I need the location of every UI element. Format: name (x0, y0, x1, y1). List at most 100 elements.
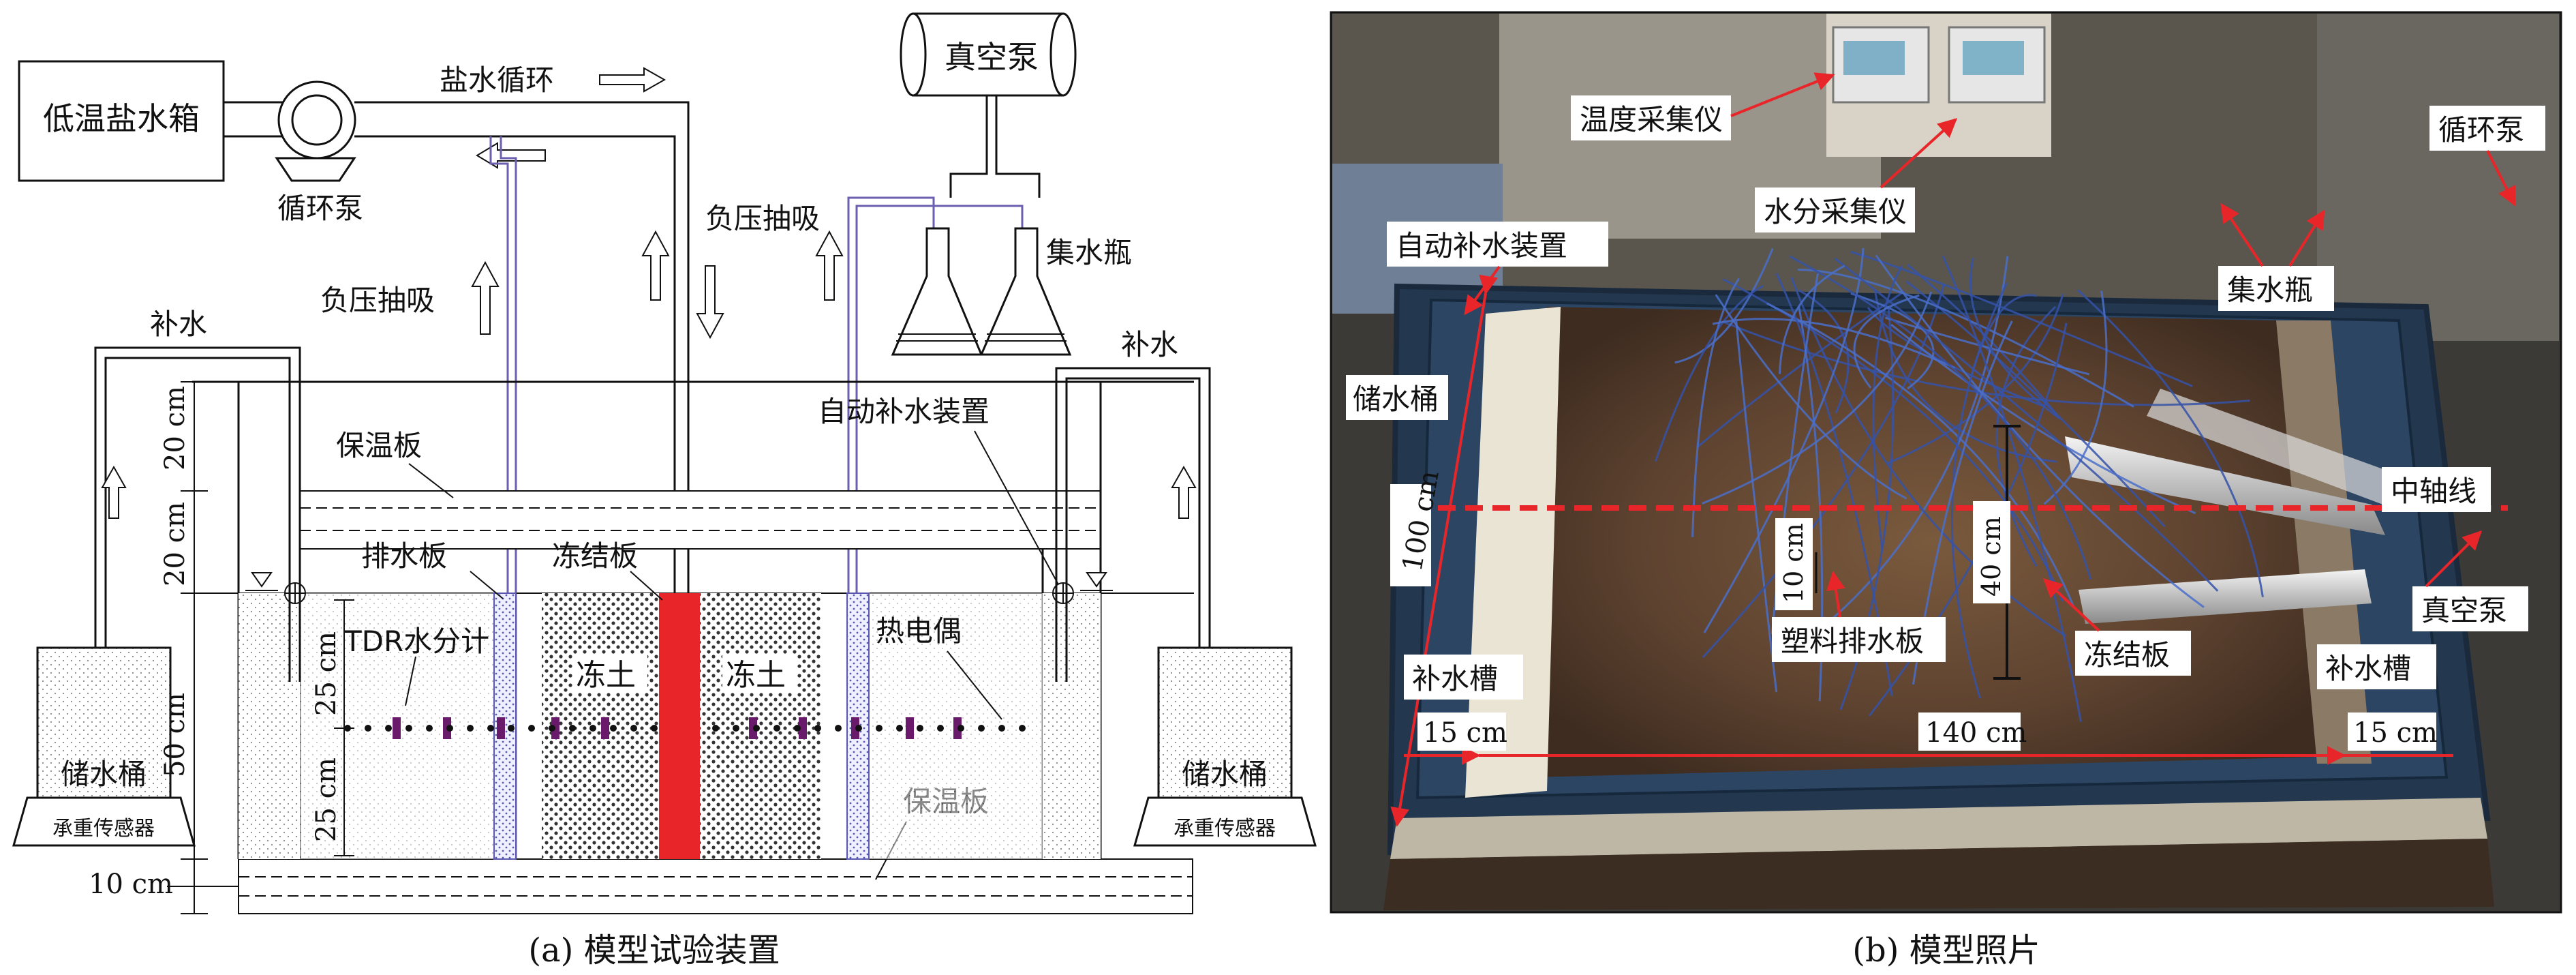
photo-dim-40: 40 cm (1976, 516, 2006, 597)
sensor-wire (1969, 258, 2061, 420)
sensor-row (344, 717, 1026, 739)
vacuum-pump-icon (900, 12, 1077, 97)
sensor-wire (1798, 269, 2134, 408)
thermocouple-point (814, 725, 821, 732)
sensor-wire (1703, 247, 1865, 633)
water-trough-right-label: 补水槽 (2325, 652, 2411, 685)
sensor-wire (1890, 323, 2196, 515)
sensor-wire (2043, 290, 2108, 505)
sensor-wire (1853, 294, 1920, 389)
circulation-pump-icon (275, 80, 356, 182)
water-level-icon (245, 572, 1113, 591)
sensor-wire (1655, 284, 1764, 462)
thermocouple-point (773, 725, 780, 732)
thermocouple-point (855, 725, 862, 732)
water-bucket-photo-label: 储水桶 (1353, 382, 1439, 416)
water-bucket-right (1157, 646, 1293, 799)
sensor-wire (1722, 278, 2064, 602)
negative-pressure-right-label: 负压抽吸 (705, 202, 820, 235)
freezing-board-photo-label: 冻结板 (2084, 638, 2170, 672)
thermocouple-point (467, 725, 474, 732)
central-axis-label: 中轴线 (2391, 475, 2477, 508)
insulation-board-top-label: 保温板 (336, 429, 422, 462)
thermocouple-point (896, 725, 903, 732)
thermocouple-point (998, 725, 1005, 732)
dim-20-top: 20 cm (159, 386, 191, 470)
brine-tank-label: 低温盐水箱 (43, 100, 200, 137)
auto-water-supply-photo-label: 自动补水装置 (1396, 229, 1567, 262)
vacuum-pump-photo-label: 真空泵 (2421, 594, 2507, 627)
water-bucket-left (36, 646, 172, 799)
sensor-wire (1907, 264, 2058, 416)
thermocouple-point (651, 725, 658, 732)
collection-bottle-label: 集水瓶 (1046, 236, 1132, 269)
sensor-wire (1789, 255, 2092, 580)
photo-labels: 温度采集仪 水分采集仪 自动补水装置 循环泵 集水瓶 储水桶 中轴线 真空泵 (1346, 72, 2545, 751)
up-arrow-icon (815, 230, 844, 301)
thermocouple-point (508, 725, 515, 732)
load-sensor-right (1133, 796, 1317, 847)
photo-dim-140: 140 cm (1925, 717, 2027, 749)
sensor-wire (1674, 247, 1774, 364)
thermocouple-point (712, 725, 719, 732)
sensor-wire (1942, 256, 2082, 722)
freezing-board-label: 冻结板 (552, 539, 638, 573)
sensor-wire (1696, 290, 1905, 449)
thermocouple-point (957, 725, 964, 732)
thermocouple-point (528, 725, 535, 732)
drainage-board-label: 排水板 (361, 539, 447, 573)
thermocouple-point (426, 725, 433, 732)
water-bucket-right-label: 储水桶 (1182, 758, 1268, 791)
up-arrow-icon (101, 465, 1197, 519)
sensor-wire (1779, 265, 1845, 374)
sensor-wire (1872, 265, 1903, 550)
sensor-wire (1702, 291, 1933, 505)
arrow-right-icon (599, 67, 666, 93)
thermocouple-point (610, 725, 617, 732)
sensor-wire (1691, 278, 1741, 537)
sensor-wire (2076, 289, 2264, 597)
insulation-board-top (299, 490, 1101, 550)
sensor-wire (1796, 256, 2009, 648)
water-supply-right-label: 补水 (1121, 328, 1178, 361)
sensor-wire (1735, 321, 1778, 693)
photo-dim-10: 10 cm (1779, 523, 1809, 603)
thermocouple-point (569, 725, 576, 732)
circulation-pump-photo-label: 循环泵 (2438, 113, 2524, 147)
thermocouple-point (385, 725, 392, 732)
circulation-pump-label: 循环泵 (277, 192, 363, 225)
thermocouple-point (446, 725, 453, 732)
sensor-wire (1850, 292, 1935, 390)
moisture-collector-label: 水分采集仪 (1764, 195, 1907, 228)
water-supply-left-label: 补水 (150, 308, 207, 341)
dim-25-lower: 25 cm (311, 758, 342, 842)
up-arrow-icon (471, 260, 500, 335)
thermocouple-point (630, 725, 637, 732)
down-arrow-icon (696, 265, 724, 340)
photo-dim-15-left: 15 cm (1423, 717, 1507, 749)
sensor-wire (1790, 277, 2067, 638)
load-sensor-right-label: 承重传感器 (1174, 817, 1276, 841)
dim-20-mid: 20 cm (159, 502, 191, 586)
thermocouple-point (1019, 725, 1026, 732)
negative-pressure-left-label: 负压抽吸 (320, 284, 435, 317)
sensor-wire (1995, 305, 2057, 567)
thermocouple-point (733, 725, 739, 732)
thermocouple-point (978, 725, 985, 732)
thermocouple-point (365, 725, 371, 732)
panel-b: 温度采集仪 水分采集仪 自动补水装置 循环泵 集水瓶 储水桶 中轴线 真空泵 (1330, 11, 2562, 970)
arrow-left-icon (476, 142, 546, 169)
soil-surface (1533, 307, 2324, 777)
tdr-sensor-marker (906, 717, 914, 739)
photo-dim-15-right: 15 cm (2353, 717, 2438, 749)
frozen-soil-right-label: 冻土 (726, 658, 786, 693)
dim-25-upper: 25 cm (311, 631, 342, 716)
load-sensor-left (12, 796, 196, 847)
sensor-wire (1834, 257, 2219, 592)
insulation-board-bottom (238, 858, 1193, 914)
tdr-sensor-marker (799, 717, 807, 739)
vacuum-pump-label: 真空泵 (945, 39, 1039, 76)
thermocouple-point (589, 725, 596, 732)
thermocouple-point (753, 725, 760, 732)
